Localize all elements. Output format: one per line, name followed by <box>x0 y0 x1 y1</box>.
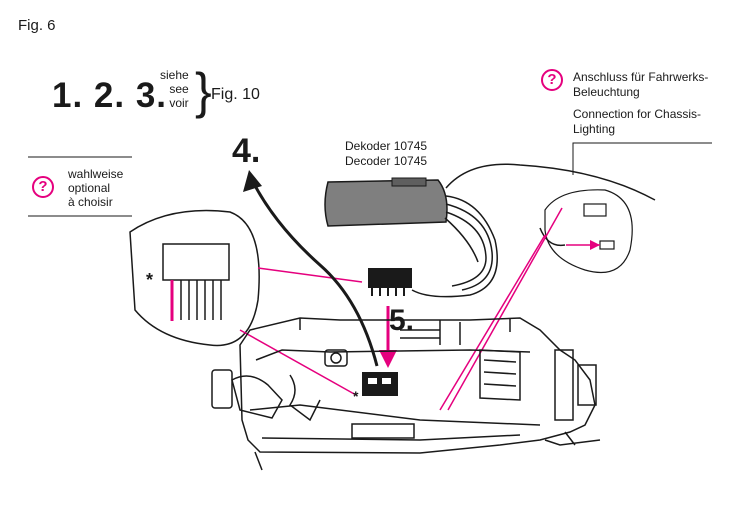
socket-pin-marker-icon: * <box>353 388 359 404</box>
chassis-note-de-line1: Anschluss für Fahrwerks- <box>573 70 709 84</box>
chassis-note-en: Connection for Chassis- Lighting <box>573 107 701 137</box>
chassis-note-de: Anschluss für Fahrwerks- Beleuchtung <box>573 70 708 100</box>
wire-harness <box>411 163 656 298</box>
decoder-label-en: Decoder 10745 <box>345 154 428 168</box>
ref-de: siehe <box>160 68 189 82</box>
chassis-pointer-b <box>447 207 563 411</box>
brace-icon: } <box>195 63 212 119</box>
zoom-pointer-bottom <box>239 329 357 396</box>
chassis-note-de-line2: Beleuchtung <box>573 85 640 99</box>
step4-arrowhead <box>243 170 262 192</box>
decoder-label: Dekoder 10745 Decoder 10745 <box>345 139 427 169</box>
ref-fr: voir <box>169 96 189 110</box>
plug-detail-zoom <box>129 209 260 347</box>
ref-en: see <box>169 82 189 96</box>
decoder-label-de: Dekoder 10745 <box>345 139 428 153</box>
plug-housing <box>162 243 230 281</box>
step-5-label: 5. <box>389 304 415 337</box>
figure-reference: Fig. 10 <box>211 86 260 103</box>
optional-en: optional <box>68 181 111 195</box>
chassis-note-leader <box>572 142 712 175</box>
figure-label: Fig. 6 <box>18 17 56 34</box>
pin-marker-icon: * <box>146 270 154 290</box>
steps-1-2-3: 1. 2. 3. <box>52 76 168 115</box>
decoder-socket <box>362 372 398 396</box>
optional-de: wahlweise <box>68 167 124 181</box>
locomotive-chassis <box>211 317 601 471</box>
step-4-label: 4. <box>232 132 261 170</box>
zoom-pointer-top <box>257 267 363 283</box>
question-icon-optional: ? <box>32 176 54 198</box>
step5-arrowhead <box>379 350 397 368</box>
see-references: siehe see voir <box>160 68 189 110</box>
chassis-connector-zoom <box>539 189 633 274</box>
chassis-note-en-line2: Lighting <box>573 122 616 136</box>
step4-arrow <box>250 179 379 367</box>
question-icon-chassis: ? <box>541 69 563 91</box>
decoder-module <box>324 177 448 227</box>
chassis-note-en-line1: Connection for Chassis- <box>573 107 702 121</box>
optional-note: wahlweise optional à choisir <box>68 167 123 209</box>
chassis-pointer-a <box>439 234 546 411</box>
decoder-plug <box>368 268 412 296</box>
optional-fr: à choisir <box>68 195 113 209</box>
